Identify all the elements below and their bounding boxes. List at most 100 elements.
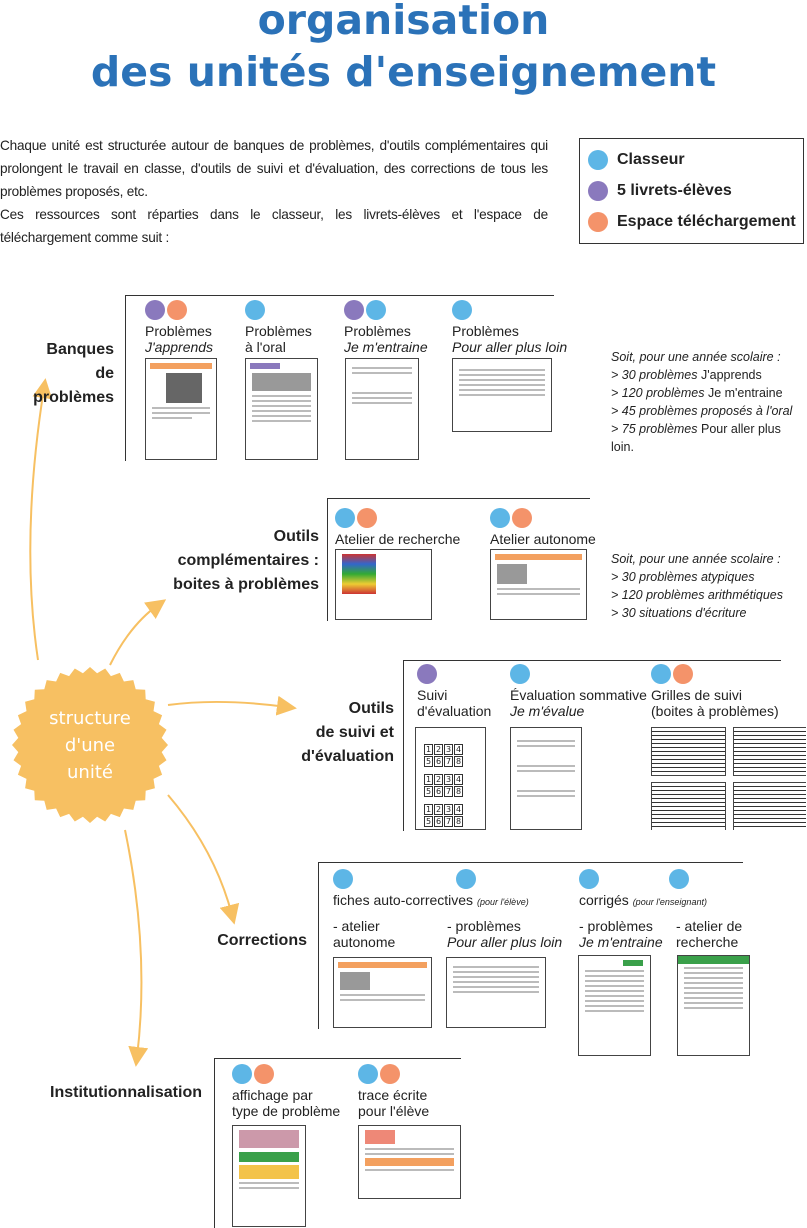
- section-label-line: d'évaluation: [301, 748, 394, 765]
- fiches-heading: fiches auto-correctives (pour l'élève): [333, 892, 529, 908]
- legend-label: 5 livrets-élèves: [617, 182, 732, 199]
- digit-cell: 7: [444, 786, 453, 797]
- legend-item-telechargement: Espace téléchargement: [588, 212, 796, 232]
- col-label-line: - atelier de: [676, 918, 743, 934]
- digit-cell: 5: [424, 786, 433, 797]
- page-title-line1: organisation: [257, 0, 550, 44]
- thumbnail-affichage: [232, 1125, 306, 1227]
- blue-dot-icon: [588, 150, 608, 170]
- col-label-line: Problèmes: [245, 323, 312, 339]
- section-label-corrections: Corrections: [217, 932, 307, 949]
- blue-dot-icon: [651, 664, 671, 684]
- blue-dot-icon: [232, 1064, 252, 1084]
- thumbnail-corr-atelier-recherche: [677, 955, 750, 1056]
- intro-paragraph-1: Chaque unité est structurée autour de ba…: [0, 138, 548, 199]
- sun-shape: [12, 667, 168, 823]
- col-label-line: Je m'entraine: [344, 339, 428, 355]
- digit-cell: 4: [454, 774, 463, 785]
- sun-body: [12, 667, 168, 823]
- legend-item-livrets: 5 livrets-élèves: [588, 181, 732, 201]
- section-label-line: Outils: [273, 528, 319, 545]
- section-label-line: Outils: [348, 700, 394, 717]
- col-label-line: - problèmes: [579, 918, 653, 934]
- col-label-line: Problèmes: [452, 323, 519, 339]
- digit-cell: 2: [434, 774, 443, 785]
- corriges-heading: corrigés (pour l'enseignant): [579, 892, 707, 908]
- digit-cell: 6: [434, 786, 443, 797]
- arrow-to-outils-comp: [109, 599, 167, 666]
- col-label-line: à l'oral: [245, 339, 286, 355]
- legend-item-classeur: Classeur: [588, 150, 685, 170]
- col-label-line: Pour aller plus loin: [452, 339, 568, 355]
- section-label-banques: Banques de problèmes: [10, 338, 114, 410]
- orange-dot-icon: [512, 508, 532, 528]
- col-label-line: Grilles de suivi: [651, 687, 743, 703]
- col-atelier-recherche: Atelier de recherche: [335, 508, 460, 547]
- blue-dot-icon: [335, 508, 355, 528]
- arrow-to-corrections: [167, 794, 240, 925]
- note-line: > 120 problèmes Je m'entraine: [611, 386, 783, 400]
- note-banques: Soit, pour une année scolaire : > 30 pro…: [611, 348, 806, 456]
- digit-cell: 1: [424, 774, 433, 785]
- col-label-line: Suivi: [417, 687, 448, 703]
- digit-cell: 8: [454, 816, 463, 827]
- thumbnail-plusloin: [452, 358, 552, 432]
- col-label: Atelier autonome: [490, 531, 596, 547]
- purple-dot-icon: [145, 300, 165, 320]
- intro-text: Chaque unité est structurée autour de ba…: [0, 134, 548, 249]
- orange-dot-icon: [588, 212, 608, 232]
- col-label-line: Pour aller plus loin: [447, 934, 563, 950]
- thumbnail-jementraine: [345, 358, 419, 460]
- col-atelier-autonome: Atelier autonome: [490, 508, 596, 547]
- section-label-outils-comp: Outils complémentaires : boites à problè…: [150, 525, 319, 597]
- orange-dot-icon: [673, 664, 693, 684]
- digit-cell: 3: [444, 804, 453, 815]
- thumbnail-atelier-autonome: [490, 549, 587, 620]
- digit-cell: 8: [454, 756, 463, 767]
- blue-dot-icon: [245, 300, 265, 320]
- thumbnail-corr-plusloin: [446, 957, 546, 1028]
- section-label-line: complémentaires :: [177, 552, 319, 569]
- col-label-line: J'apprends: [145, 339, 214, 355]
- col-label-line: recherche: [676, 934, 739, 950]
- thumbnail-japprends: [145, 358, 217, 460]
- blue-dot-icon: [490, 508, 510, 528]
- blue-dot-icon: [669, 869, 689, 889]
- col-label-line: type de problème: [232, 1103, 341, 1119]
- intro-paragraph-2: Ces ressources sont réparties dans le cl…: [0, 207, 548, 245]
- col-label-line: pour l'élève: [358, 1103, 430, 1119]
- purple-dot-icon: [417, 664, 437, 684]
- section-label-line: de: [95, 365, 114, 382]
- col-label-line: Problèmes: [344, 323, 411, 339]
- purple-dot-icon: [588, 181, 608, 201]
- blue-dot-icon: [456, 869, 476, 889]
- digit-cell: 3: [444, 744, 453, 755]
- digit-cell: 6: [434, 816, 443, 827]
- note-line: > 30 problèmes atypiques: [611, 570, 755, 584]
- legend-label: Espace téléchargement: [617, 213, 796, 230]
- blue-dot-icon: [452, 300, 472, 320]
- thumbnail-corr-jementraine: [578, 955, 651, 1056]
- center-label-line: unité: [67, 762, 113, 783]
- blue-dot-icon: [366, 300, 386, 320]
- center-label-line: d'une: [64, 735, 116, 756]
- col-label-line: affichage par: [232, 1087, 313, 1103]
- note-head: Soit, pour une année scolaire :: [611, 552, 781, 566]
- digit-cell: 1: [424, 744, 433, 755]
- digit-cell: 1: [424, 804, 433, 815]
- page-title-line2: des unités d'enseignement: [90, 48, 717, 96]
- note-line: > 120 problèmes arithmétiques: [611, 588, 783, 602]
